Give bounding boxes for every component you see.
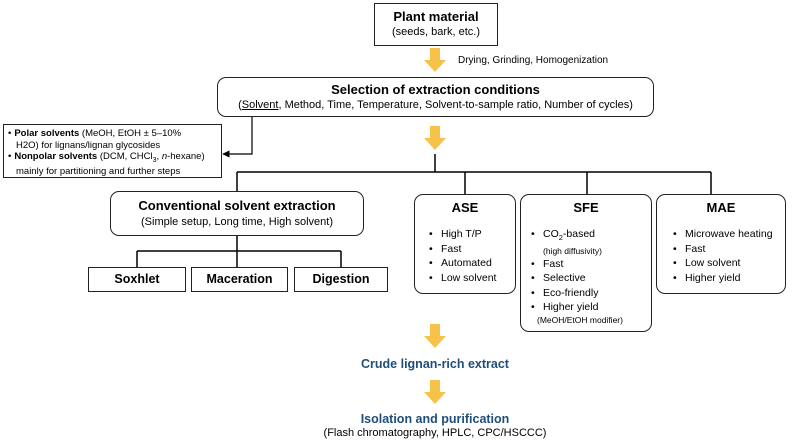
nonpolar-sub: 3 bbox=[152, 156, 157, 164]
nonpolar-italic: n bbox=[161, 151, 168, 162]
mae-item: Microwave heating bbox=[673, 227, 785, 242]
ase-title: ASE bbox=[451, 200, 479, 215]
selection-open-paren: ( bbox=[238, 99, 242, 111]
nonpolar-text-a: (DCM, CHCl bbox=[97, 151, 153, 162]
maceration-box: Maceration bbox=[191, 267, 288, 292]
nonpolar-text-c: -hexane) bbox=[167, 151, 205, 162]
down-arrow-icon bbox=[424, 126, 446, 150]
selection-title: Selection of extraction conditions bbox=[331, 82, 540, 97]
sfe-co2-note: (high diffusivity) bbox=[543, 245, 602, 256]
isolation-title: Isolation and purification bbox=[360, 412, 510, 426]
conventional-title: Conventional solvent extraction bbox=[138, 198, 336, 213]
selection-parameters: (Solvent, Method, Time, Temperature, Sol… bbox=[218, 99, 653, 111]
selection-box: Selection of extraction conditions (Solv… bbox=[217, 77, 654, 117]
polar-text1: (MeOH, EtOH ± 5–10% bbox=[79, 128, 182, 139]
ase-box: ASE High T/P Fast Automated Low solvent bbox=[414, 194, 516, 294]
sfe-co2-sub: 2 bbox=[558, 233, 563, 243]
sfe-item: Fast bbox=[531, 257, 651, 272]
polar-label: Polar solvents bbox=[14, 128, 80, 139]
mae-list: Microwave heating Fast Low solvent Highe… bbox=[673, 227, 785, 285]
conventional-box: Conventional solvent extraction (Simple … bbox=[110, 191, 364, 236]
plant-material-box: Plant material (seeds, bark, etc.) bbox=[374, 3, 498, 46]
maceration-label: Maceration bbox=[206, 272, 273, 286]
prep-step-label: Drying, Grinding, Homogenization bbox=[458, 55, 609, 66]
sfe-title: SFE bbox=[573, 200, 599, 215]
mae-item: Low solvent bbox=[673, 256, 785, 271]
plant-material-subtitle: (seeds, bark, etc.) bbox=[391, 26, 481, 38]
soxhlet-label: Soxhlet bbox=[114, 272, 160, 286]
conventional-subtitle: (Simple setup, Long time, High solvent) bbox=[141, 216, 333, 228]
sfe-list-rest: Fast Selective Eco-friendly Higher yield bbox=[531, 257, 651, 315]
soxhlet-box: Soxhlet bbox=[88, 267, 186, 292]
polar-solvents: •Polar solvents (MeOH, EtOH ± 5–10% bbox=[8, 128, 182, 139]
sfe-co2-item: CO2-based bbox=[531, 227, 651, 246]
sfe-box: SFE CO2-based (high diffusivity) Fast Se… bbox=[520, 194, 652, 332]
sfe-item: Higher yield bbox=[531, 300, 651, 315]
polar-text2: H2O) for lignans/lignan glycosides bbox=[16, 139, 161, 151]
down-arrow-icon bbox=[424, 380, 446, 404]
nonpolar-solvents: •Nonpolar solvents (DCM, CHCl3, n-hexane… bbox=[8, 151, 205, 164]
isolation-subtitle: (Flash chromatography, HPLC, CPC/HSCCC) bbox=[323, 427, 547, 439]
nonpolar-label: Nonpolar solvents bbox=[14, 151, 98, 162]
ase-item: Low solvent bbox=[429, 271, 515, 286]
mae-title: MAE bbox=[706, 200, 736, 215]
ase-item: Fast bbox=[429, 242, 515, 257]
mae-box: MAE Microwave heating Fast Low solvent H… bbox=[656, 194, 786, 294]
sfe-item: Eco-friendly bbox=[531, 286, 651, 301]
sfe-yield-note: (MeOH/EtOH modifier) bbox=[537, 314, 623, 325]
ase-item: High T/P bbox=[429, 227, 515, 242]
sfe-item: Selective bbox=[531, 271, 651, 286]
selection-rest: , Method, Time, Temperature, Solvent-to-… bbox=[278, 99, 633, 111]
sfe-list: CO2-based bbox=[531, 227, 651, 246]
digestion-label: Digestion bbox=[312, 272, 370, 286]
selection-solvent: Solvent bbox=[241, 99, 279, 111]
solvent-connector bbox=[222, 112, 253, 158]
solvents-box: •Polar solvents (MeOH, EtOH ± 5–10% H2O)… bbox=[3, 124, 222, 178]
sfe-co2-a: CO bbox=[543, 228, 559, 240]
mae-item: Higher yield bbox=[673, 271, 785, 286]
mae-item: Fast bbox=[673, 242, 785, 257]
sfe-co2-b: -based bbox=[562, 228, 596, 240]
crude-extract-label: Crude lignan-rich extract bbox=[361, 357, 509, 371]
down-arrow-icon bbox=[424, 324, 446, 348]
nonpolar-text2: mainly for partitioning and further step… bbox=[16, 166, 181, 178]
ase-list: High T/P Fast Automated Low solvent bbox=[429, 227, 515, 285]
nonpolar-text-b: , bbox=[156, 151, 162, 162]
ase-item: Automated bbox=[429, 256, 515, 271]
digestion-box: Digestion bbox=[294, 267, 388, 292]
down-arrow-icon bbox=[424, 48, 446, 72]
plant-material-title: Plant material bbox=[393, 9, 479, 24]
